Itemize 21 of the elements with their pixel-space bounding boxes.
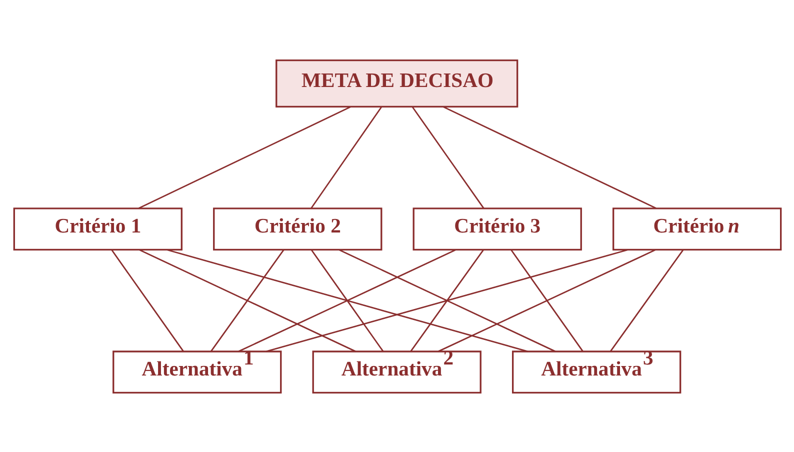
connector [166,248,528,352]
connector [110,249,184,352]
connector [310,106,382,208]
connector [411,106,484,208]
node-box: Critério 1 [12,207,182,250]
connector [437,248,656,352]
connector [210,248,284,352]
node-box: META DE DECISAO [275,58,518,107]
connector [442,106,656,208]
connector [266,248,628,352]
connector [238,248,456,352]
connector [338,248,556,352]
node-box: Critério n [612,207,782,250]
node-box: Critério 3 [412,207,582,250]
connector [510,249,583,352]
node-box: Critério 2 [212,207,382,250]
connector [410,248,484,352]
connector [609,248,684,352]
connector [138,248,356,352]
connector [310,249,384,352]
connector [138,106,351,208]
